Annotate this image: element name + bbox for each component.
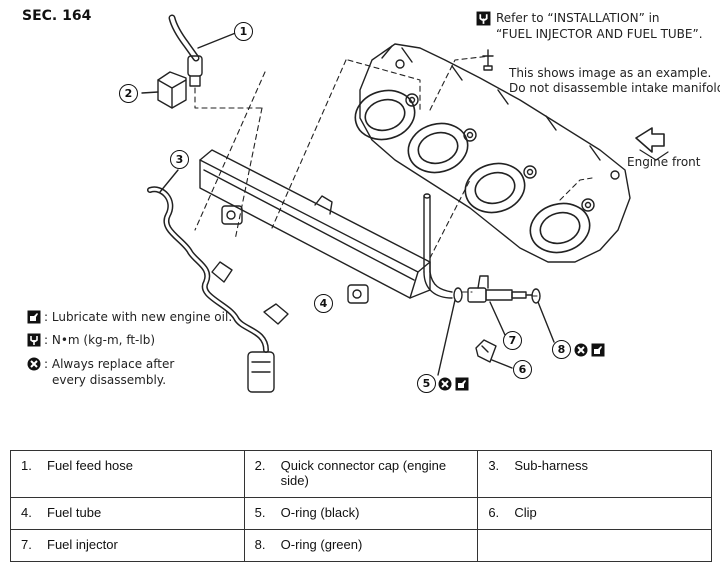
part-number: 2. — [254, 458, 266, 473]
callout-6: 6 — [513, 360, 532, 379]
fuel-tube — [199, 149, 453, 304]
callout-3: 3 — [170, 150, 189, 169]
part-name: Quick connector cap (engine side) — [280, 458, 447, 488]
clip — [475, 339, 513, 369]
table-cell: 7. Fuel injector — [10, 529, 245, 562]
oil-can-icon — [455, 377, 469, 391]
table-row: 7. Fuel injector 8. O-ring (green) — [10, 529, 712, 562]
callout-1: 1 — [234, 22, 253, 41]
engine-front-arrow-icon — [635, 127, 669, 161]
part-name: Clip — [514, 505, 537, 520]
part-number: 5. — [254, 505, 266, 520]
part-number: 1. — [21, 458, 32, 473]
engine-front-label: Engine front — [627, 155, 701, 169]
intake-manifold — [354, 43, 631, 263]
part-name: O-ring (green) — [280, 537, 363, 552]
callout-2: 2 — [119, 84, 138, 103]
oil-can-icon — [27, 310, 41, 324]
part-number: 4. — [21, 505, 32, 520]
part-name: Fuel tube — [47, 505, 102, 520]
quick-connector-cap — [141, 71, 187, 109]
table-cell: 8. O-ring (green) — [243, 529, 479, 562]
replace-cross-icon — [27, 357, 41, 371]
legend-lubricate: : Lubricate with new engine oil. — [44, 310, 233, 324]
fuel-feed-hose — [168, 14, 239, 87]
oil-can-icon — [591, 343, 605, 357]
part-number: 7. — [21, 537, 32, 552]
torque-wrench-icon — [476, 11, 491, 26]
part-name: O-ring (black) — [280, 505, 360, 520]
refer-note-line2: “FUEL INJECTOR AND FUEL TUBE”. — [496, 27, 703, 41]
refer-note-line1: Refer to “INSTALLATION” in — [496, 11, 660, 25]
table-cell: 6. Clip — [477, 497, 712, 530]
fuel-injector — [467, 275, 533, 336]
table-row: 1. Fuel feed hose 2. Quick connector cap (… — [10, 450, 712, 498]
parts-table: 1. Fuel feed hose 2. Quick connector cap (… — [10, 450, 712, 562]
part-number: 3. — [488, 458, 500, 473]
table-cell: 5. O-ring (black) — [243, 497, 479, 530]
legend-torque: : N•m (kg-m, ft-lb) — [44, 333, 155, 347]
section-label: SEC. 164 — [22, 8, 92, 24]
sub-harness — [147, 169, 289, 393]
callout-7: 7 — [503, 331, 522, 350]
example-note-line2: Do not disassemble intake manifold. — [509, 81, 720, 95]
part-name: Fuel feed hose — [47, 458, 134, 473]
o-ring-black — [437, 287, 463, 376]
legend-replace-line2: every disassembly. — [52, 373, 167, 387]
replace-cross-icon — [438, 377, 452, 391]
callout-8: 8 — [552, 340, 571, 359]
part-name: Fuel injector — [47, 537, 118, 552]
table-row: 4. Fuel tube 5. O-ring (black) 6. Clip — [10, 497, 712, 530]
legend-replace-line1: : Always replace after — [44, 357, 175, 371]
example-note-line1: This shows image as an example. — [509, 66, 712, 80]
assembly-lines — [194, 55, 593, 297]
exploded-diagram — [141, 14, 669, 393]
table-cell: 4. Fuel tube — [10, 497, 245, 530]
replace-cross-icon — [574, 343, 588, 357]
part-number: 8. — [254, 537, 266, 552]
part-number: 6. — [488, 505, 500, 520]
torque-wrench-icon — [27, 333, 41, 347]
callout-5: 5 — [417, 374, 436, 393]
table-cell: 3. Sub-harness — [477, 450, 712, 498]
o-ring-green — [531, 288, 555, 343]
table-cell: 2. Quick connector cap (engine side) — [243, 450, 479, 498]
callout-4: 4 — [314, 294, 333, 313]
table-cell — [477, 529, 712, 562]
table-cell: 1. Fuel feed hose — [10, 450, 245, 498]
part-name: Sub-harness — [514, 458, 589, 473]
